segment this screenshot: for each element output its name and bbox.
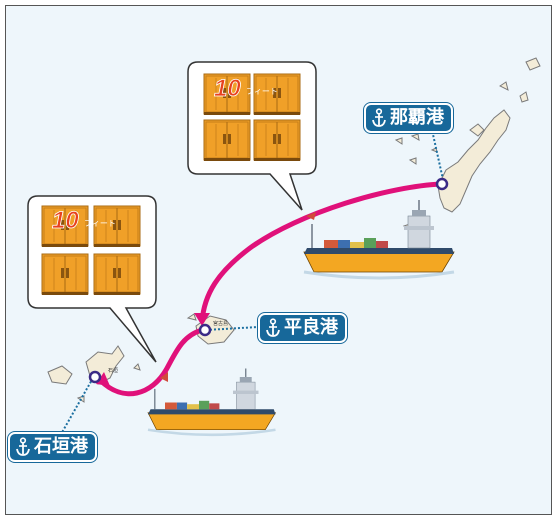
route-arrowhead-hirara (194, 313, 210, 326)
port-label-naha: 那覇港 (364, 103, 453, 133)
anchor-icon (16, 437, 30, 456)
container-unit-label: フィート (246, 87, 278, 96)
ishigaki-port-marker (88, 370, 102, 384)
route-ship-marker (306, 212, 316, 220)
container-icon (93, 253, 141, 296)
ishigaki-island-label: 石垣 (108, 367, 118, 374)
route-hirara-ishigaki (98, 327, 203, 397)
anchor-icon (266, 318, 280, 337)
container-callout: 10 フィート (27, 195, 157, 363)
port-name: 石垣港 (34, 436, 88, 457)
port-label-hirara: 平良港 (258, 313, 347, 343)
naha-port-marker (435, 177, 449, 191)
anchor-icon (372, 108, 386, 127)
hirara-port-marker (198, 323, 212, 337)
container-icon (41, 253, 89, 296)
route-arrowhead-ishigaki (96, 372, 110, 386)
container-size-label: 10 (52, 207, 79, 234)
port-name: 那覇港 (390, 107, 444, 128)
route-ship-marker (160, 372, 168, 382)
container-unit-label: フィート (84, 219, 116, 228)
naha-leader (431, 129, 445, 185)
miyako-label: 宮古島 (213, 320, 228, 327)
hirara-leader (205, 326, 259, 331)
container-icon (203, 119, 251, 162)
route-naha-hirara (199, 181, 443, 323)
container-size-label: 10 (214, 75, 241, 102)
okinawa-island (394, 57, 541, 231)
container-callout: 10 フィート (187, 61, 317, 211)
container-icon (253, 119, 301, 162)
port-name: 平良港 (284, 317, 338, 338)
ishigaki-leader (59, 377, 94, 437)
port-label-ishigaki: 石垣港 (8, 432, 97, 462)
